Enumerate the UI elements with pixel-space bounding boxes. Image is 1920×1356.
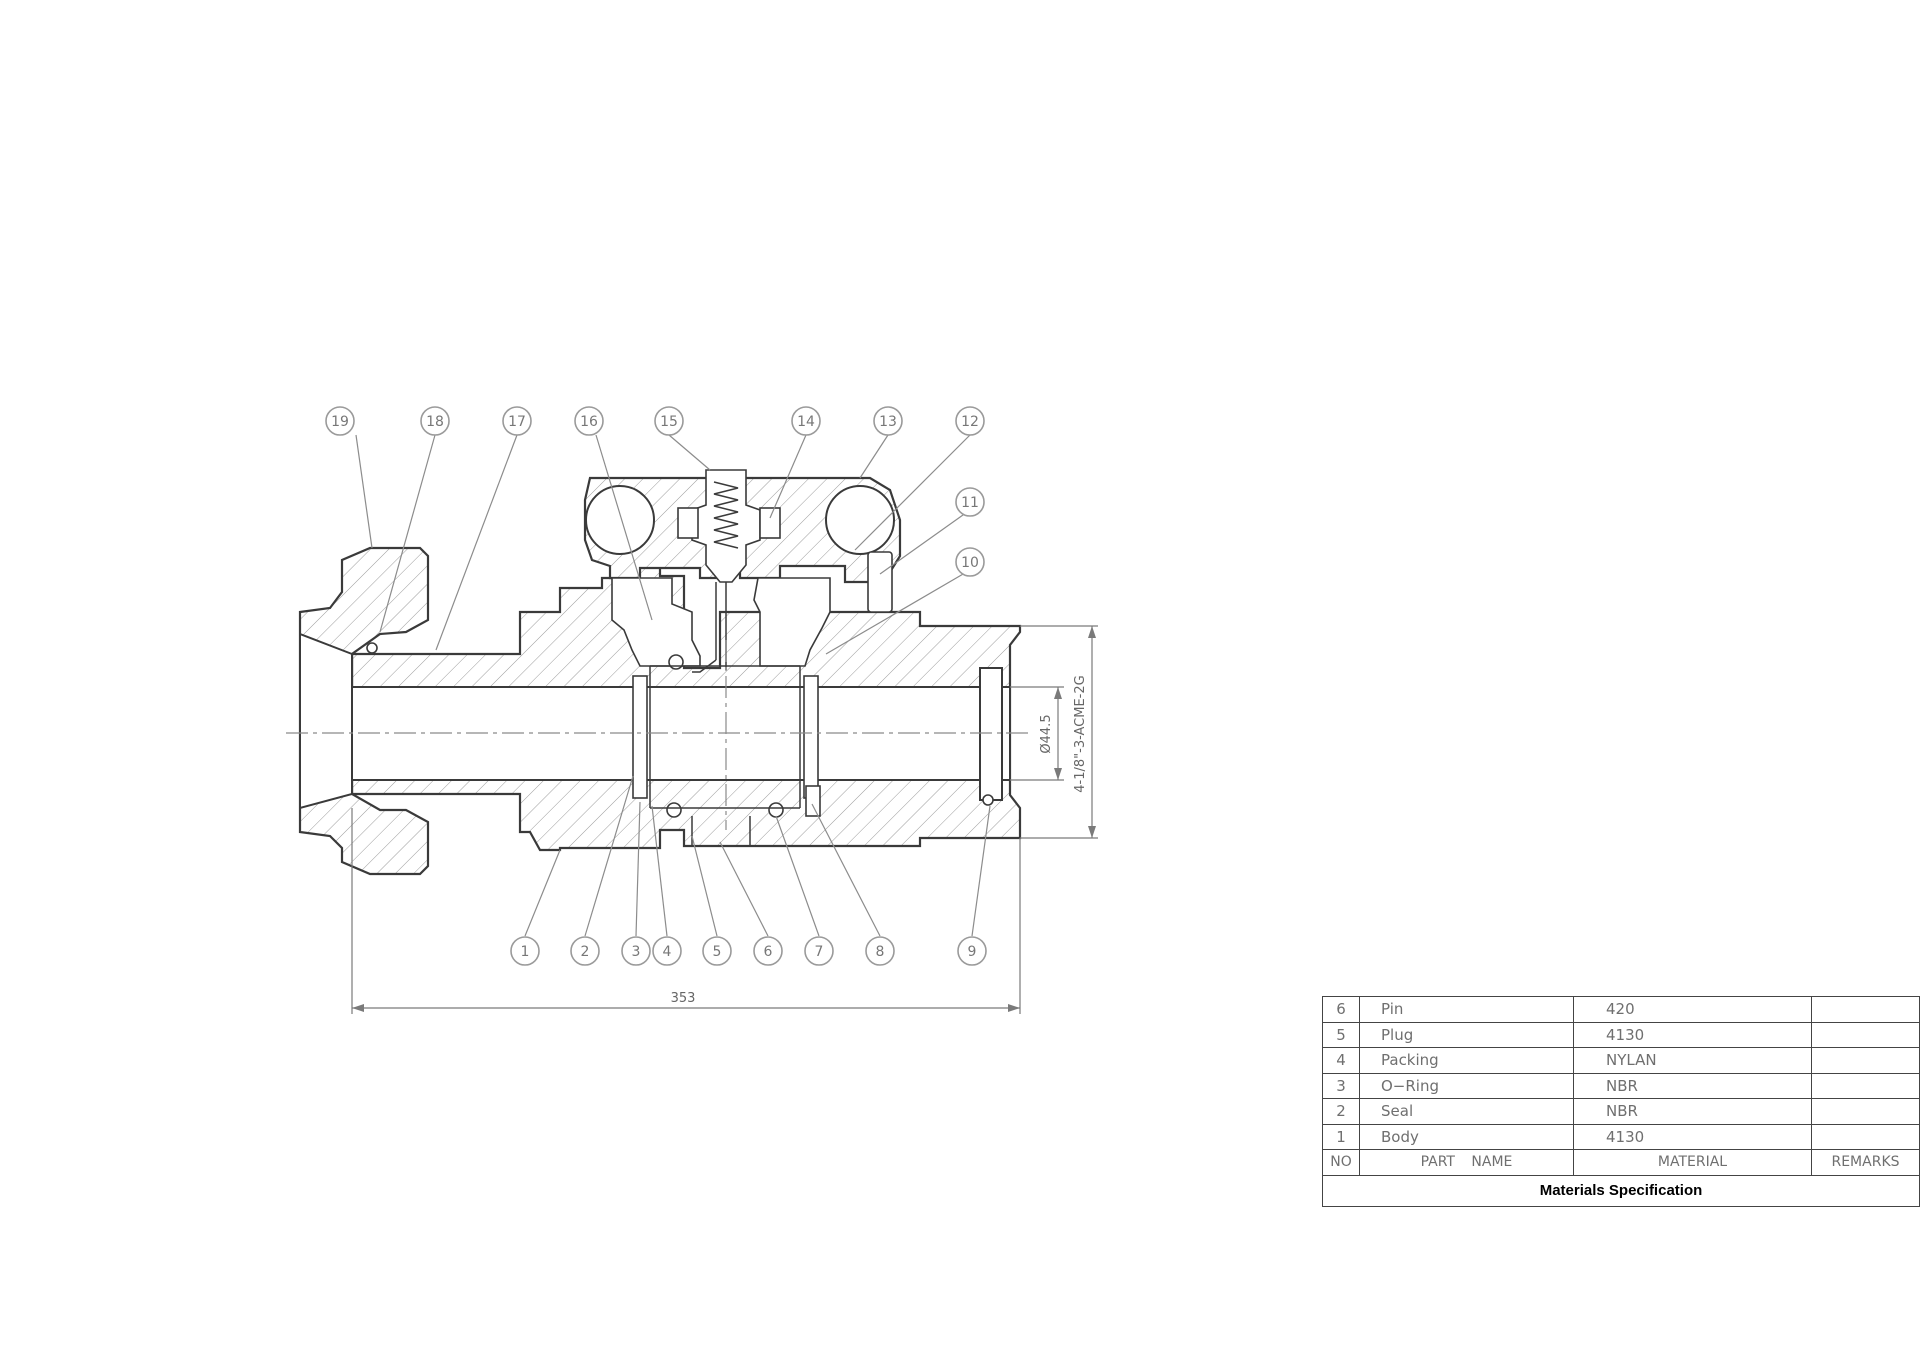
- row-material: NBR: [1573, 1072, 1812, 1099]
- row-remarks: [1811, 996, 1920, 1023]
- balloon-4: 4: [652, 936, 682, 966]
- balloon-7: 7: [804, 936, 834, 966]
- thread-spec-label: 4-1/8"-3-ACME-2G: [1073, 675, 1088, 792]
- row-part-name: Body: [1359, 1123, 1574, 1150]
- balloon-label: 11: [961, 495, 979, 511]
- balloon-label: 6: [764, 944, 773, 960]
- balloon-18: 18: [420, 406, 450, 436]
- balloon-label: 2: [581, 944, 590, 960]
- row-remarks: [1811, 1072, 1920, 1099]
- materials-table-header: NO PART NAME MATERIAL REMARKS: [1322, 1149, 1920, 1176]
- header-no: NO: [1322, 1149, 1360, 1176]
- materials-table-caption: Materials Specification: [1322, 1174, 1920, 1207]
- balloon-label: 17: [508, 414, 526, 430]
- balloon-17: 17: [502, 406, 532, 436]
- dim-bore: Ø44.5: [1010, 686, 1064, 781]
- pin: [805, 785, 821, 817]
- balloon-8: 8: [865, 936, 895, 966]
- balloon-11: 11: [955, 487, 985, 517]
- balloon-label: 3: [632, 944, 641, 960]
- balloon-label: 13: [879, 414, 897, 430]
- balloon-label: 18: [426, 414, 444, 430]
- balloon-9: 9: [957, 936, 987, 966]
- balloon-label: 10: [961, 555, 979, 571]
- balloon-label: 12: [961, 414, 979, 430]
- row-part-name: Pin: [1359, 996, 1574, 1023]
- leader-lines: [355, 434, 991, 937]
- balloon-10: 10: [955, 547, 985, 577]
- balloon-label: 14: [797, 414, 815, 430]
- ball-race-right: [825, 485, 895, 555]
- row-part-name: Plug: [1359, 1021, 1574, 1048]
- plug-right: [759, 507, 781, 539]
- row-no: 3: [1322, 1072, 1360, 1099]
- packing-cavity-right: [753, 577, 831, 667]
- balloon-15: 15: [654, 406, 684, 436]
- plug-left: [677, 507, 699, 539]
- row-part-name: O−Ring: [1359, 1072, 1574, 1099]
- balloon-label: 16: [580, 414, 598, 430]
- header-part-name: PART NAME: [1359, 1149, 1574, 1176]
- balloon-2: 2: [570, 936, 600, 966]
- dim-overall-length: 353: [351, 808, 1021, 1014]
- row-material: 4130: [1573, 1123, 1812, 1150]
- grease-fitting-spring: [713, 481, 739, 549]
- balloon-14: 14: [791, 406, 821, 436]
- balloon-label: 15: [660, 414, 678, 430]
- row-no: 6: [1322, 996, 1360, 1023]
- balloon-13: 13: [873, 406, 903, 436]
- row-part-name: Seal: [1359, 1098, 1574, 1125]
- bore-diameter-label: Ø44.5: [1039, 714, 1054, 753]
- balloon-label: 7: [815, 944, 824, 960]
- balloon-label: 5: [713, 944, 722, 960]
- balloon-label: 9: [968, 944, 977, 960]
- row-no: 2: [1322, 1098, 1360, 1125]
- ball-race-left: [585, 485, 655, 555]
- balloon-12: 12: [955, 406, 985, 436]
- row-no: 1: [1322, 1123, 1360, 1150]
- row-material: 420: [1573, 996, 1812, 1023]
- row-material: NBR: [1573, 1098, 1812, 1125]
- balloon-label: 1: [521, 944, 530, 960]
- row-remarks: [1811, 1021, 1920, 1048]
- row-remarks: [1811, 1123, 1920, 1150]
- balloon-19: 19: [325, 406, 355, 436]
- row-remarks: [1811, 1047, 1920, 1074]
- row-part-name: Packing: [1359, 1047, 1574, 1074]
- header-remarks: REMARKS: [1811, 1149, 1920, 1176]
- row-material: 4130: [1573, 1021, 1812, 1048]
- balloon-label: 19: [331, 414, 349, 430]
- overall-length-label: 353: [671, 991, 696, 1006]
- retainer-clip: [867, 551, 893, 613]
- row-material: NYLAN: [1573, 1047, 1812, 1074]
- row-remarks: [1811, 1098, 1920, 1125]
- balloon-3: 3: [621, 936, 651, 966]
- balloon-label: 4: [663, 944, 672, 960]
- bore-throat: [299, 632, 353, 810]
- balloon-5: 5: [702, 936, 732, 966]
- row-no: 5: [1322, 1021, 1360, 1048]
- packing-cavity-left: [611, 577, 701, 667]
- seal-left: [632, 675, 648, 799]
- row-no: 4: [1322, 1047, 1360, 1074]
- end-counterbore: [979, 667, 1003, 801]
- dim-thread: 4-1/8"-3-ACME-2G: [1020, 625, 1098, 839]
- balloon-label: 8: [876, 944, 885, 960]
- seal-right: [803, 675, 819, 799]
- balloon-1: 1: [510, 936, 540, 966]
- header-material: MATERIAL: [1573, 1149, 1812, 1176]
- balloon-16: 16: [574, 406, 604, 436]
- balloon-6: 6: [753, 936, 783, 966]
